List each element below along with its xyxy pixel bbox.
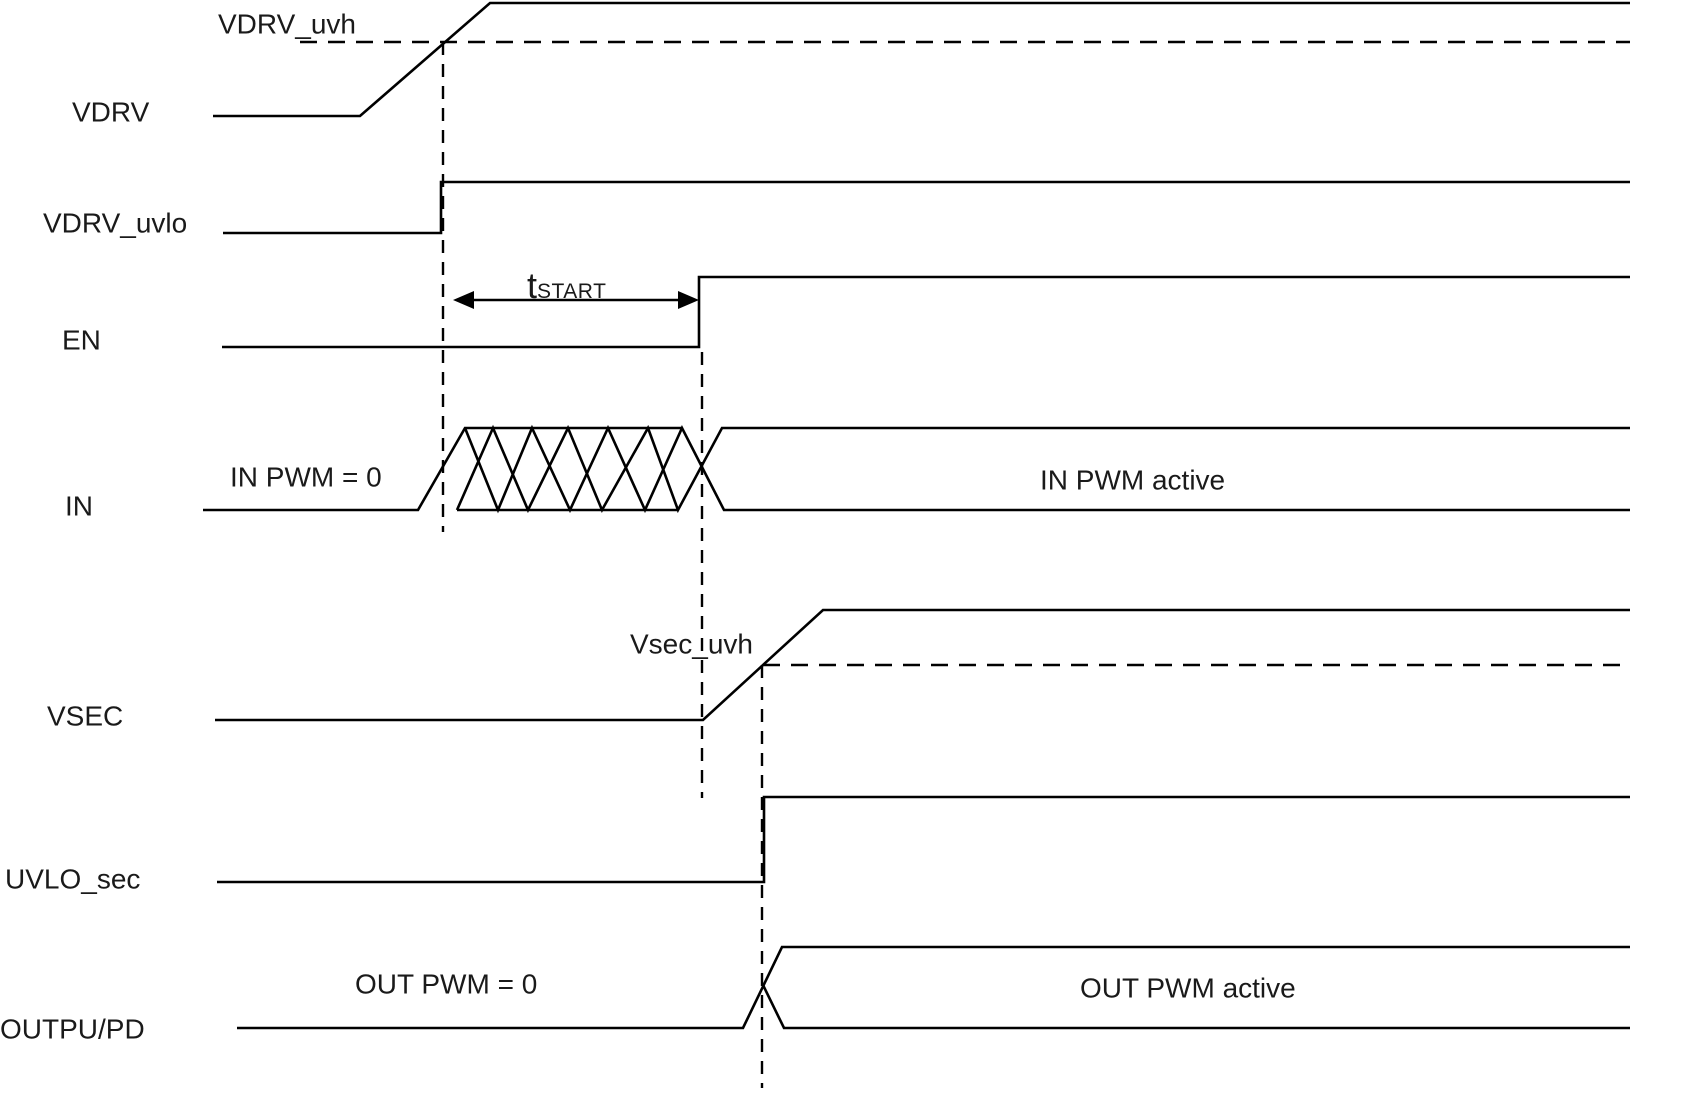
signal-label-in: IN <box>65 490 93 522</box>
in-waveform <box>203 424 1630 514</box>
vdrv-waveform <box>213 1 1630 118</box>
t-start-label: t START <box>527 268 606 304</box>
in-pwm-active-label: IN PWM active <box>1040 464 1226 496</box>
signal-label-en: EN <box>62 324 101 356</box>
vsec-uvh-threshold-label: Vsec_uvh <box>630 628 753 660</box>
signal-label-vsec: VSEC <box>47 700 124 732</box>
signal-label-vdrv-uvlo: VDRV_uvlo <box>43 207 188 239</box>
signal-label-out-pu-pd: OUTPU/PD <box>0 1013 145 1045</box>
vdrv-uvh-threshold-label: VDRV_uvh <box>218 8 357 40</box>
t-start-arrow <box>453 291 699 309</box>
out-pwm-zero-label: OUT PWM = 0 <box>355 968 538 1000</box>
in-pwm-zero-label: IN PWM = 0 <box>230 461 382 493</box>
out-pu-pd-waveform <box>237 945 1630 1030</box>
out-pwm-active-label: OUT PWM active <box>1080 972 1296 1004</box>
t-start-symbol: t <box>527 265 538 306</box>
signal-label-uvlo-sec: UVLO_sec <box>5 863 141 895</box>
t-start-subscript: START <box>537 280 607 303</box>
en-waveform <box>222 275 1630 349</box>
signal-label-vdrv: VDRV <box>72 96 150 128</box>
vdrv-uvlo-waveform <box>223 180 1630 235</box>
uvlo-sec-waveform <box>217 795 1630 884</box>
